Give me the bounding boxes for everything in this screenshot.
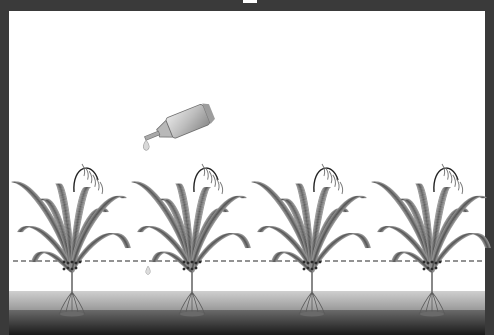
top-edge-mark: [243, 0, 257, 3]
soil-band: [9, 291, 485, 310]
